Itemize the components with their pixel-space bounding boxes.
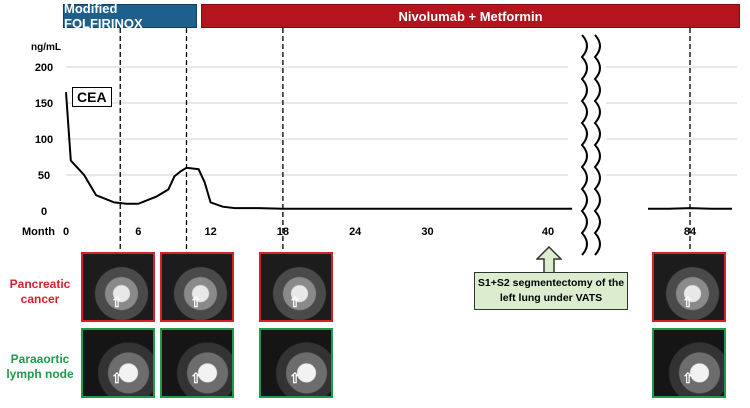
- series-label-cea: CEA: [72, 87, 112, 107]
- cea-series-line: [65, 92, 573, 210]
- y-tick-label: 100: [35, 134, 53, 146]
- y-axis-unit: ng/mL: [31, 42, 61, 53]
- row-label-lymph: Paraaortic lymph node: [6, 352, 74, 381]
- x-tick-label: 30: [421, 226, 433, 238]
- x-tick-label: 12: [204, 226, 216, 238]
- axis-break: [593, 34, 601, 256]
- up-arrow-icon: ⇧: [289, 294, 301, 310]
- up-arrow-icon: ⇧: [682, 294, 694, 310]
- scan-pancreatic-1: ⇧: [81, 252, 155, 322]
- up-arrow-icon: [536, 246, 562, 274]
- scan-lymph-1: ⇧: [81, 328, 155, 398]
- up-arrow-icon: ⇧: [190, 370, 202, 386]
- row-label-pancreatic: Pancreatic cancer: [9, 277, 71, 306]
- up-arrow-icon: ⇧: [111, 294, 123, 310]
- x-tick-label: 40: [542, 226, 554, 238]
- y-tick-label: 50: [38, 170, 50, 182]
- scan-lymph-2: ⇧: [160, 328, 234, 398]
- surgery-note: S1+S2 segmentectomy of the left lung und…: [474, 272, 628, 310]
- y-tick-label: 150: [35, 98, 53, 110]
- up-arrow-icon: ⇧: [111, 370, 123, 386]
- cea-series-line: [648, 207, 732, 210]
- y-tick-label: 0: [41, 206, 47, 218]
- treatment-bar-nivolumab: Nivolumab + Metformin: [201, 4, 740, 28]
- scan-pancreatic-2: ⇧: [160, 252, 234, 322]
- x-axis-label: Month: [22, 226, 55, 238]
- x-tick-label: 0: [63, 226, 69, 238]
- y-tick-label: 200: [35, 62, 53, 74]
- up-arrow-icon: ⇧: [190, 294, 202, 310]
- scan-lymph-4: ⇧: [652, 328, 726, 398]
- treatment-label-nivolumab: Nivolumab + Metformin: [398, 8, 543, 24]
- scan-pancreatic-4: ⇧: [652, 252, 726, 322]
- treatment-label-folfirinox: Modified FOLFIRINOX: [64, 1, 143, 31]
- axis-break: [580, 34, 588, 256]
- x-tick-label: 24: [349, 226, 362, 238]
- up-arrow-icon: ⇧: [289, 370, 301, 386]
- scan-pancreatic-3: ⇧: [259, 252, 333, 322]
- x-tick-label: 6: [135, 226, 141, 238]
- treatment-bar-folfirinox: Modified FOLFIRINOX: [63, 1, 197, 31]
- up-arrow-icon: ⇧: [682, 370, 694, 386]
- scan-lymph-3: ⇧: [259, 328, 333, 398]
